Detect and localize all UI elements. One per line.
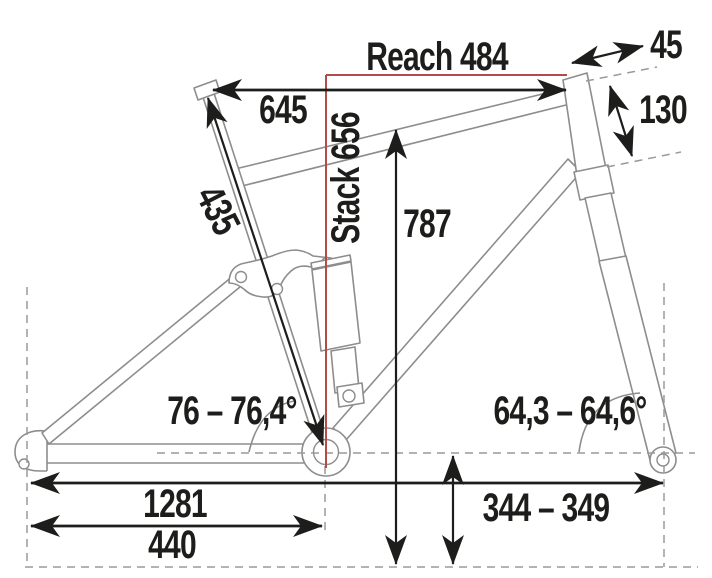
head-angle-arc [578,392,641,453]
dim-440-label: 440 [148,523,196,567]
dim-45-arrow [571,42,644,67]
reach-label: Reach 484 [366,35,509,79]
rear-dropout-hook [14,429,47,472]
reference-lines [25,66,698,568]
dim-435-arrow [206,97,325,446]
dim-bb-height-label: 344 – 349 [483,486,610,530]
head-angle-label: 64,3 – 64,6° [493,389,646,433]
front-axle [656,453,670,467]
dim-130-label: 130 [639,88,687,132]
dim-130-arrow [608,85,634,157]
fork-stanchion [584,192,627,264]
head-bottom-reference-dash [606,151,682,168]
dim-787-label: 787 [403,202,451,246]
head-top-reference-dash [585,66,658,82]
stack-label: Stack 656 [324,112,368,244]
rocker-pivot-left [234,270,248,284]
dimension-arrows [30,42,664,565]
dim-45-label: 45 [650,23,682,67]
dim-645-label: 645 [259,88,307,132]
shock-body [311,261,361,352]
seat-angle-label: 76 – 76,4° [167,389,297,433]
shock-eyelet [342,389,356,403]
dimension-labels: Reach 484 Stack 656 645 435 787 45 130 7… [143,23,688,567]
dim-1281-label: 1281 [143,482,207,526]
fork-crown [573,164,615,201]
